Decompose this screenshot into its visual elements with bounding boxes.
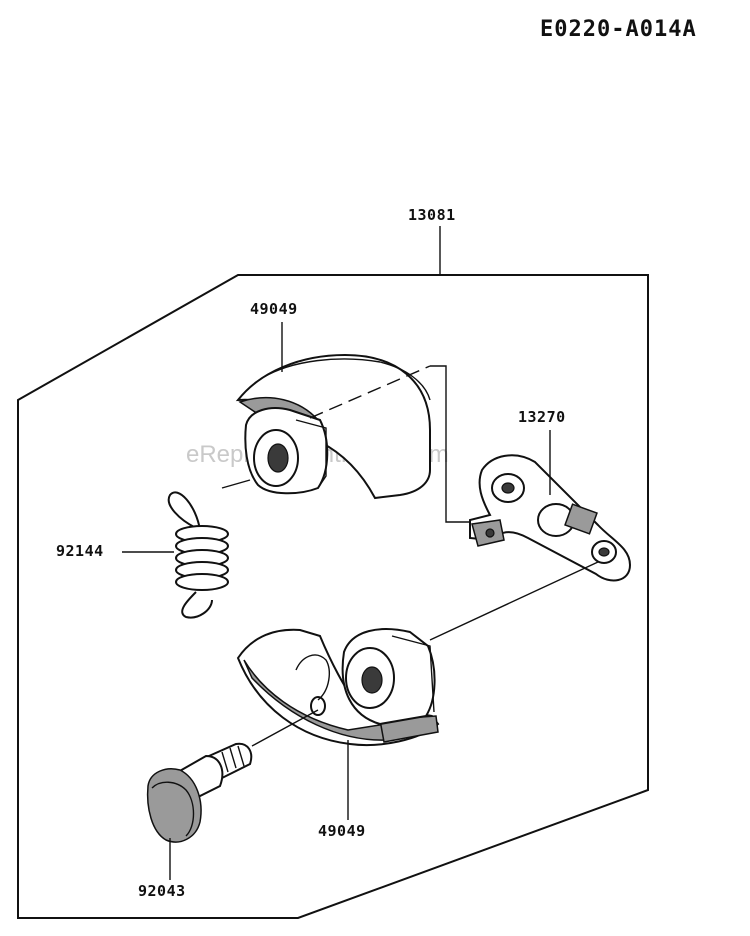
clutch-plate <box>469 454 632 582</box>
part-label-92043: 92043 <box>138 882 186 900</box>
upper-shoe-to-plate-line <box>430 365 476 523</box>
clutch-spring <box>167 491 229 619</box>
part-label-13081: 13081 <box>408 206 456 224</box>
upper-shoe-axis-line <box>309 365 431 419</box>
clutch-shoe-upper <box>235 353 431 500</box>
shoulder-bolt <box>146 742 253 843</box>
clutch-shoe-lower <box>236 628 440 746</box>
part-label-49049-upper: 49049 <box>250 300 298 318</box>
diagram-reference-code: E0220-A014A <box>540 17 697 42</box>
assembly-outline <box>17 274 649 919</box>
part-label-92144: 92144 <box>56 542 104 560</box>
bolt-to-shoe-line <box>251 709 319 747</box>
part-label-49049-lower: 49049 <box>318 822 366 840</box>
spring-to-shoe-line <box>221 479 251 489</box>
plate-to-lower-shoe-line <box>429 561 599 641</box>
part-label-13270: 13270 <box>518 408 566 426</box>
